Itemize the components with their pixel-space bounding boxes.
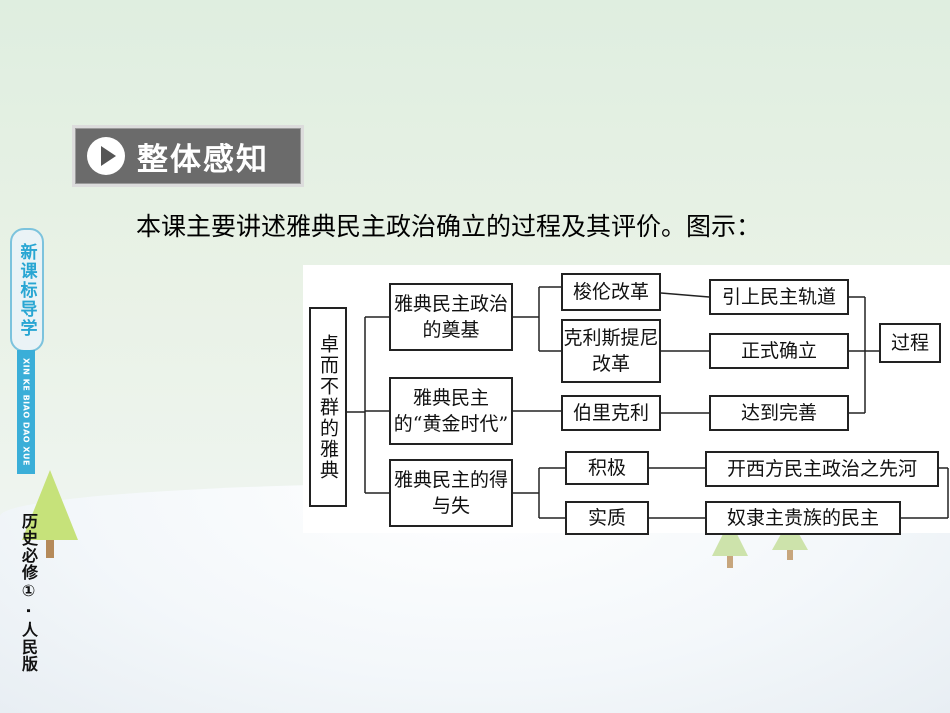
diagram-result-slaveowner-democracy: 奴隶主贵族的民主 xyxy=(705,501,901,535)
play-icon xyxy=(87,137,125,175)
diagram-node-cleisthenes: 克利斯提尼改革 xyxy=(561,319,661,383)
sidebar-title: 新课标导学 xyxy=(10,228,44,352)
sidebar-book-label: 历史必修① · 人民版 xyxy=(19,513,38,673)
diagram-result-pioneer: 开西方民主政治之先河 xyxy=(705,451,939,487)
section-badge-label: 整体感知 xyxy=(137,141,269,178)
diagram-node-pericles: 伯里克利 xyxy=(561,395,661,431)
diagram-node-essence: 实质 xyxy=(565,501,649,535)
diagram-branch-golden-age: 雅典民主的“黄金时代” xyxy=(389,377,513,445)
diagram-node-positive: 积极 xyxy=(565,451,649,485)
tree-decoration-left xyxy=(22,470,78,558)
concept-diagram: 卓而不群的雅典 雅典民主政治的奠基 雅典民主的“黄金时代” 雅典民主的得与失 梭… xyxy=(303,265,950,535)
intro-text: 本课主要讲述雅典民主政治确立的过程及其评价。图示： xyxy=(136,212,762,241)
diagram-branch-gains-losses: 雅典民主的得与失 xyxy=(389,459,513,527)
diagram-node-solon: 梭伦改革 xyxy=(561,273,661,311)
diagram-result-democratic-track: 引上民主轨道 xyxy=(709,279,849,315)
diagram-root: 卓而不群的雅典 xyxy=(309,307,347,507)
diagram-result-perfected: 达到完善 xyxy=(709,395,849,431)
diagram-connectors xyxy=(345,286,949,519)
diagram-branch-foundation: 雅典民主政治的奠基 xyxy=(389,283,513,351)
section-badge[interactable]: 整体感知 xyxy=(72,125,304,187)
sidebar-pinyin: XIN KE BIAO DAO XUE xyxy=(17,350,35,474)
diagram-result-established: 正式确立 xyxy=(709,333,849,369)
diagram-summary-process: 过程 xyxy=(879,323,941,363)
tree-decoration-center xyxy=(712,520,748,568)
